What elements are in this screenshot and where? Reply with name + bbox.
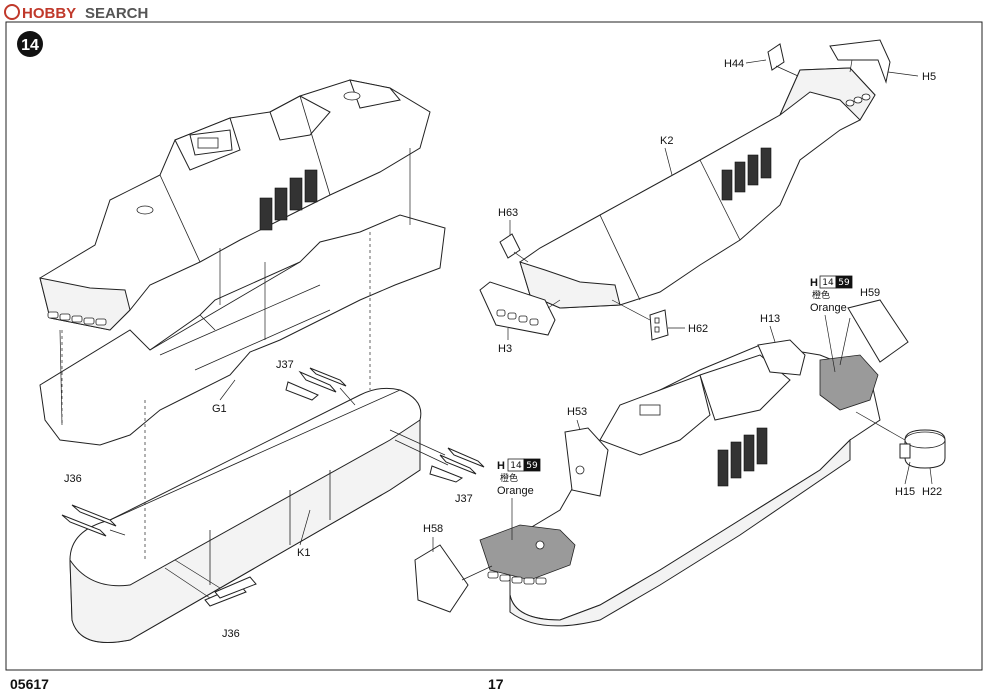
color-note-left: H 14 59 橙色 Orange [497,458,541,540]
callout-h44: H44 [724,58,744,70]
rb-vent-grille [717,427,768,487]
rb-bow-windows [487,571,547,585]
callout-j37-top: J37 [276,359,294,371]
part-h5 [829,39,891,84]
callout-k1: K1 [297,547,310,559]
part-h62 [649,309,669,341]
color-note-right-en: Orange [810,302,847,314]
callout-h62: H62 [688,323,708,335]
part-h15-h22 [855,411,946,469]
part-h3 [479,281,561,336]
vent-grille [259,169,318,231]
part-j36-bottom [164,559,257,607]
color-note-left-num1: 14 [510,461,522,471]
watermark-suffix: SEARCH [85,5,148,22]
right-bottom-assembly: H13 H59 H 14 59 橙色 Orange H15 H22 [414,275,946,627]
callout-h59: H59 [860,287,880,299]
callout-k2: K2 [660,135,673,147]
k2-vent-grille [721,147,772,201]
k2-stern-windows [845,93,871,107]
color-note-right-box2 [835,275,853,289]
product-code: 05617 [10,676,49,692]
right-top-assembly: H44 H5 H63 H3 H62 K2 [479,39,936,355]
part-j36-left [61,504,126,537]
callout-j36-left: J36 [64,473,82,485]
callout-j37-right: J37 [455,493,473,505]
part-j37-top [285,367,356,406]
callout-h3: H3 [498,343,512,355]
page-number: 17 [488,676,504,692]
watermark-logo: HOBBY SEARCH [4,4,148,22]
callout-h15: H15 [895,486,915,498]
part-h59 [847,299,909,363]
page-border [5,21,983,671]
watermark-brand: HOBBY [22,5,76,22]
step-number: 14 [21,37,39,54]
color-note-left-part: H [497,460,505,472]
color-note-right-part: H [810,277,818,289]
bow-windows [47,311,107,326]
part-j37-right [389,429,485,483]
callout-h13: H13 [760,313,780,325]
callout-h22: H22 [922,486,942,498]
part-h13 [757,339,806,376]
callout-h63: H63 [498,207,518,219]
watermark-icon [4,4,20,20]
color-note-right-jp: 橙色 [812,289,830,301]
color-note-left-num2: 59 [526,461,538,471]
lower-hull-k1 [69,387,422,643]
upper-hull [39,79,431,331]
left-assembly: G1 K1 J37 J37 J36 J36 [39,79,485,643]
color-note-right: H 14 59 橙色 Orange [810,275,853,373]
part-h53 [564,427,609,497]
callout-h58: H58 [423,523,443,535]
part-h44 [767,43,785,71]
part-h63 [499,233,521,259]
color-note-right-num2: 59 [838,278,850,288]
step-badge: 14 [17,31,43,57]
callout-h53: H53 [567,406,587,418]
color-note-left-box2 [523,458,541,472]
deck-plate-g1 [39,214,446,446]
callout-g1: G1 [212,403,227,415]
step-badge-circle [17,31,43,57]
color-note-left-jp: 橙色 [500,472,518,484]
callout-j36-bottom: J36 [222,628,240,640]
color-note-right-num1: 14 [822,278,834,288]
callout-h5: H5 [922,71,936,83]
color-note-left-en: Orange [497,485,534,497]
part-h58 [414,544,469,613]
